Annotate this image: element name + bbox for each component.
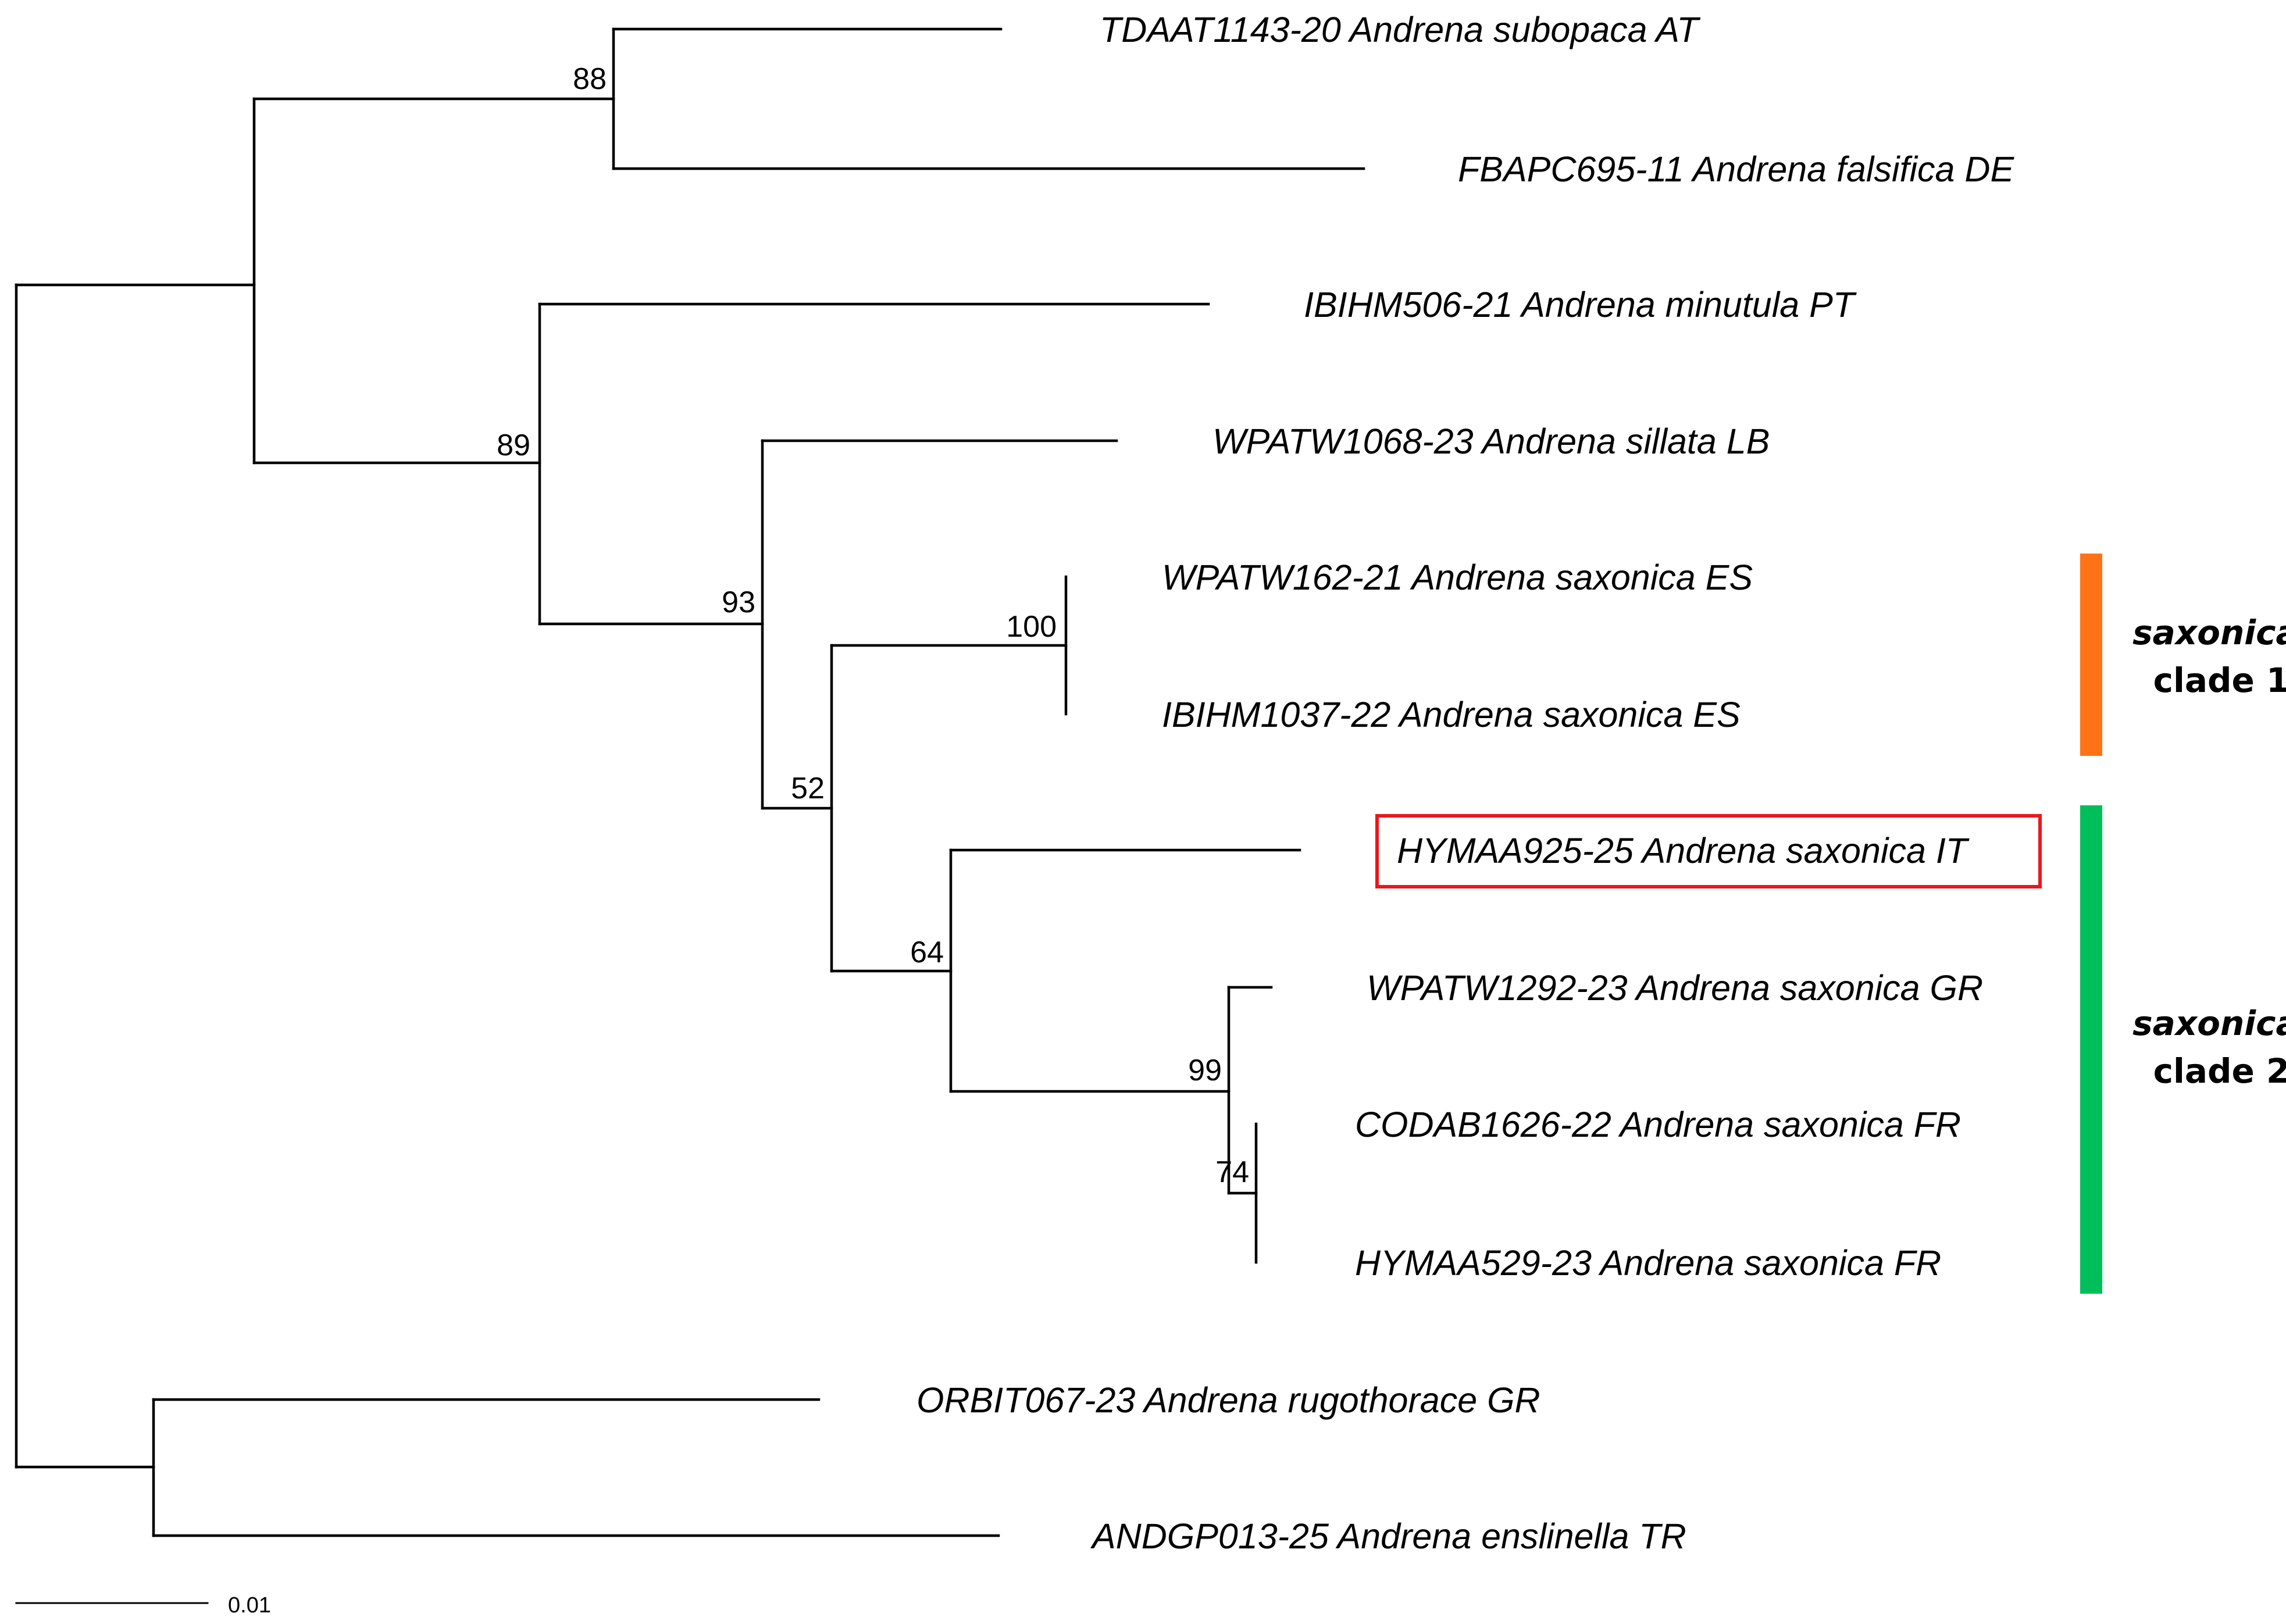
- tip-label: WPATW1292-23 Andrena saxonica GR: [1367, 968, 1983, 1008]
- clade-1-bar: [2080, 554, 2102, 756]
- tip-label: FBAPC695-11 Andrena falsifica DE: [1458, 149, 2014, 189]
- support-value: 52: [791, 772, 825, 805]
- support-value: 93: [722, 586, 755, 619]
- highlight-box: [1375, 814, 2042, 888]
- tip-label: TDAAT1143-20 Andrena subopaca AT: [1100, 10, 1700, 49]
- support-value: 100: [1006, 610, 1057, 644]
- tip-label: WPATW162-21 Andrena saxonica ES: [1162, 558, 1753, 597]
- tip-label: WPATW1068-23 Andrena sillata LB: [1212, 422, 1770, 461]
- scale-bar: 0.01: [15, 1593, 271, 1618]
- tip-label: HYMAA925-25 Andrena saxonica IT: [1397, 831, 1970, 870]
- clade-1-species: saxonica: [2132, 613, 2286, 652]
- clade-labels: saxonica clade 1 saxonica clade 2: [2132, 613, 2286, 1091]
- tip-label: ANDGP013-25 Andrena enslinella TR: [1090, 1516, 1686, 1556]
- clade-2-name: clade 2: [2153, 1051, 2286, 1091]
- support-value: 99: [1188, 1054, 1222, 1087]
- support-value: 64: [910, 936, 944, 969]
- tip-labels: TDAAT1143-20 Andrena subopaca AT FBAPC69…: [916, 10, 2014, 1556]
- tip-label: HYMAA529-23 Andrena saxonica FR: [1355, 1243, 1941, 1283]
- clade-1-name: clade 1: [2153, 661, 2286, 700]
- scale-bar-label: 0.01: [228, 1593, 271, 1618]
- clade-bars: [2080, 554, 2102, 1294]
- tip-label: IBIHM506-21 Andrena minutula PT: [1304, 285, 1857, 324]
- support-value: 89: [497, 429, 530, 462]
- support-value: 74: [1215, 1155, 1249, 1189]
- clade-2-label: saxonica clade 2: [2132, 1004, 2286, 1091]
- tree-branches: [15, 27, 1365, 1537]
- tip-label: CODAB1626-22 Andrena saxonica FR: [1355, 1105, 1961, 1144]
- tip-label: ORBIT067-23 Andrena rugothorace GR: [916, 1380, 1540, 1420]
- clade-2-species: saxonica: [2132, 1004, 2286, 1043]
- support-value: 88: [573, 62, 607, 96]
- clade-2-bar: [2080, 805, 2102, 1294]
- clade-1-label: saxonica clade 1: [2132, 613, 2286, 700]
- support-values: 88 89 93 52 100 64 99 74: [497, 62, 1249, 1189]
- tip-label: IBIHM1037-22 Andrena saxonica ES: [1162, 695, 1741, 734]
